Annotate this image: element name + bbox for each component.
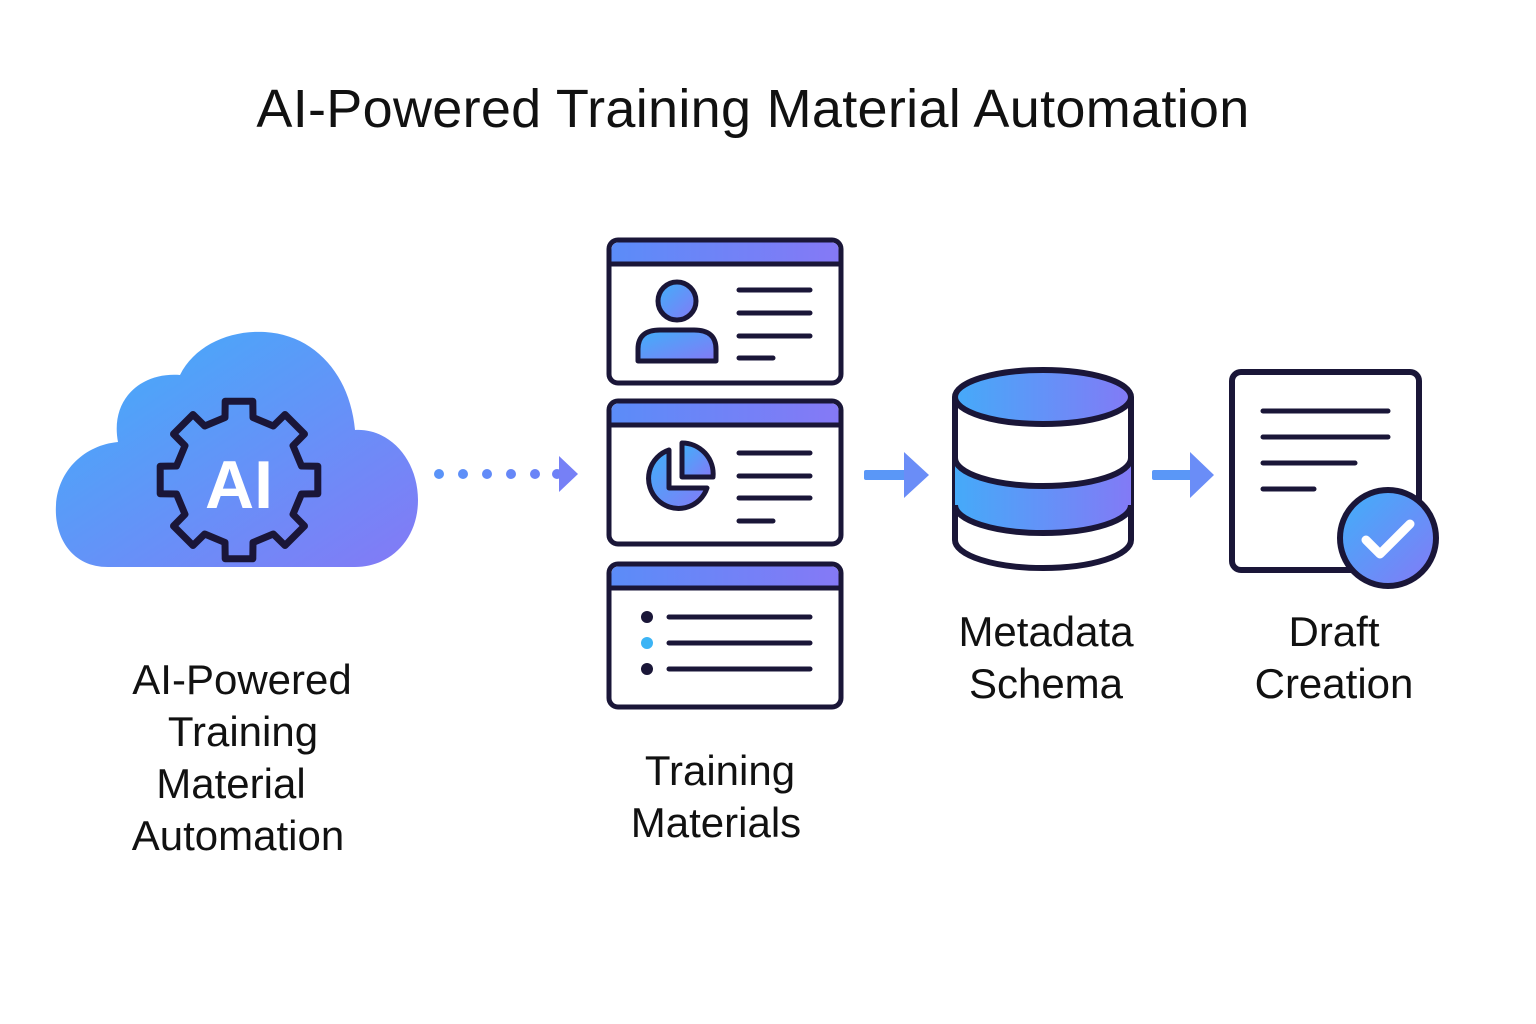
cloud-icon xyxy=(55,331,418,567)
dotted-arrow-icon xyxy=(434,456,578,492)
cloud-gear-icon: AI xyxy=(55,331,418,567)
node-label-training-materials: Training Materials xyxy=(596,745,836,849)
arrow-right-icon xyxy=(1152,452,1214,498)
label-line: Training xyxy=(167,708,319,755)
ai-badge-text: AI xyxy=(205,447,273,523)
label-line: AI-Powered xyxy=(132,656,352,703)
label-line: Automation xyxy=(131,812,345,859)
label-line: Materials xyxy=(630,799,802,846)
list-card-icon xyxy=(606,561,844,710)
check-badge-icon xyxy=(1337,487,1439,589)
node-label-metadata-schema: Metadata Schema xyxy=(926,606,1166,710)
stacked-cards-icon xyxy=(606,237,844,710)
chart-card-icon xyxy=(606,398,844,547)
arrow-right-icon xyxy=(864,452,929,498)
node-label-ai-automation: AI-Powered Training Material Automation xyxy=(100,654,380,862)
database-icon xyxy=(952,367,1134,571)
gear-icon xyxy=(156,397,322,563)
diagram-title: AI-Powered Training Material Automation xyxy=(256,79,1250,139)
label-line: Material xyxy=(156,760,306,807)
document-check-icon xyxy=(1229,369,1439,589)
label-line: Training xyxy=(644,747,796,794)
label-line: Creation xyxy=(1254,660,1414,707)
label-line: Draft xyxy=(1288,608,1380,655)
profile-card-icon xyxy=(606,237,844,386)
label-line: Metadata xyxy=(958,608,1134,655)
node-label-draft-creation: Draft Creation xyxy=(1214,606,1454,710)
label-line: Schema xyxy=(968,660,1124,707)
